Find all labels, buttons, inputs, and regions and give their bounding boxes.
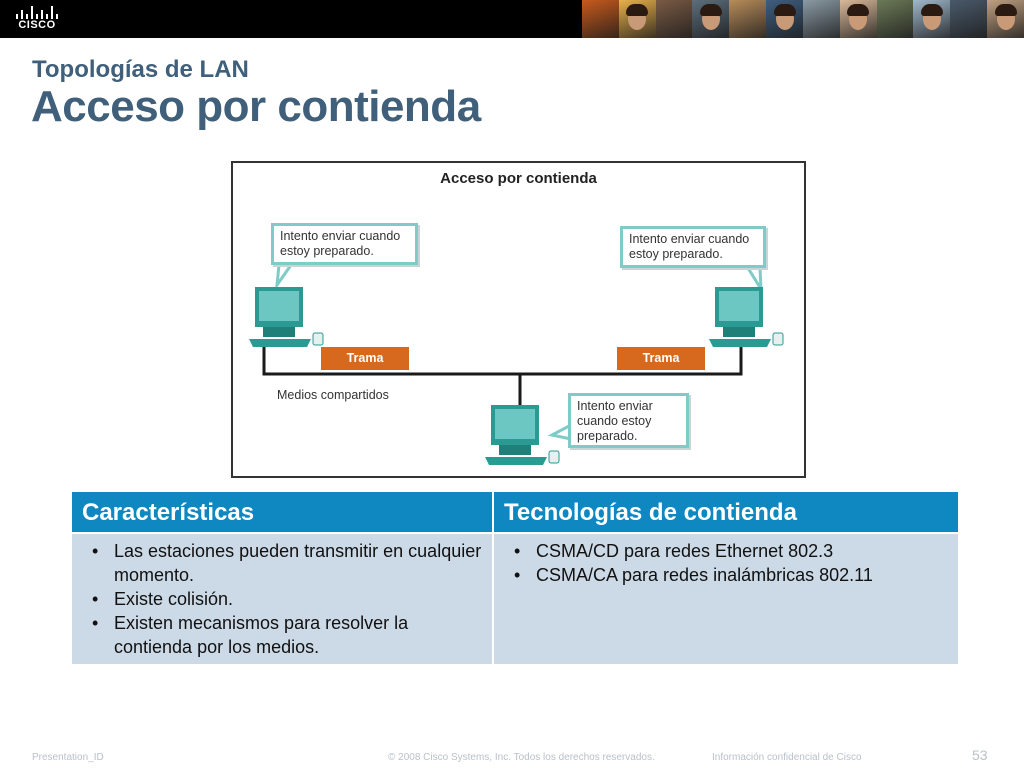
header-photo [876, 0, 914, 38]
frame-left-label: Trama [321, 347, 409, 370]
person-hair-icon [994, 4, 1017, 16]
header-photo [729, 0, 767, 38]
bubble-right-tail-icon [745, 266, 763, 295]
list-item: Existen mecanismos para resolver la cont… [82, 611, 482, 659]
person-hair-icon [773, 4, 796, 16]
cisco-logo-bars-icon [14, 5, 58, 19]
header-photo [950, 0, 988, 38]
list-item: CSMA/CA para redes inalámbricas 802.11 [504, 563, 948, 587]
header-photo [987, 0, 1024, 38]
cisco-logo: CISCO [14, 5, 58, 33]
shared-media-label: Medios compartidos [277, 388, 389, 402]
header-photo [655, 0, 693, 38]
computer-bottom-icon [485, 405, 560, 465]
table-header-characteristics: Características [72, 492, 492, 532]
list-item: Existe colisión. [82, 587, 482, 611]
footer-presentation-id: Presentation_ID [32, 752, 104, 763]
person-hair-icon [847, 4, 870, 16]
header-photo [839, 0, 877, 38]
contention-diagram: Acceso por contienda Intento enviar cuan… [231, 161, 806, 478]
table-header-technologies: Tecnologías de contienda [494, 492, 958, 532]
header-photo [692, 0, 730, 38]
technologies-list: CSMA/CD para redes Ethernet 802.3 CSMA/C… [504, 539, 948, 587]
characteristics-list: Las estaciones pueden transmitir en cual… [82, 539, 482, 659]
person-hair-icon [699, 4, 722, 16]
footer-confidential: Información confidencial de Cisco [712, 752, 862, 763]
photo-strip [582, 0, 1024, 38]
header-photo [766, 0, 803, 38]
table-cell-characteristics: Las estaciones pueden transmitir en cual… [72, 534, 492, 664]
speech-bubble-bottom: Intento enviar cuando estoy preparado. [568, 393, 689, 448]
table-cell-technologies: CSMA/CD para redes Ethernet 802.3 CSMA/C… [494, 534, 958, 664]
header-photo [802, 0, 840, 38]
shared-media-cable [262, 343, 743, 409]
footer-copyright: © 2008 Cisco Systems, Inc. Todos los der… [388, 752, 655, 763]
diagram-title: Acceso por contienda [440, 170, 597, 187]
cisco-logo-text: CISCO [18, 19, 56, 31]
comparison-table: Características Tecnologías de contienda… [72, 492, 958, 664]
header-photo [582, 0, 619, 38]
bubble-left-tail-icon [274, 263, 294, 291]
page-number: 53 [972, 747, 988, 763]
person-hair-icon [920, 4, 943, 16]
bus-line [262, 343, 743, 376]
person-hair-icon [626, 4, 649, 16]
frame-right-label: Trama [617, 347, 705, 370]
network-drawing [249, 263, 784, 465]
header-photo [618, 0, 656, 38]
list-item: CSMA/CD para redes Ethernet 802.3 [504, 539, 948, 563]
speech-bubble-right: Intento enviar cuando estoy preparado. [620, 226, 766, 268]
slide-title: Acceso por contienda [31, 82, 481, 131]
list-item: Las estaciones pueden transmitir en cual… [82, 539, 482, 587]
speech-bubble-left: Intento enviar cuando estoy preparado. [271, 223, 418, 265]
computer-right-icon [709, 287, 784, 347]
computer-left-icon [249, 287, 324, 347]
slide-subtitle: Topologías de LAN [32, 56, 249, 83]
top-banner: CISCO [0, 0, 1024, 38]
header-photo [913, 0, 951, 38]
